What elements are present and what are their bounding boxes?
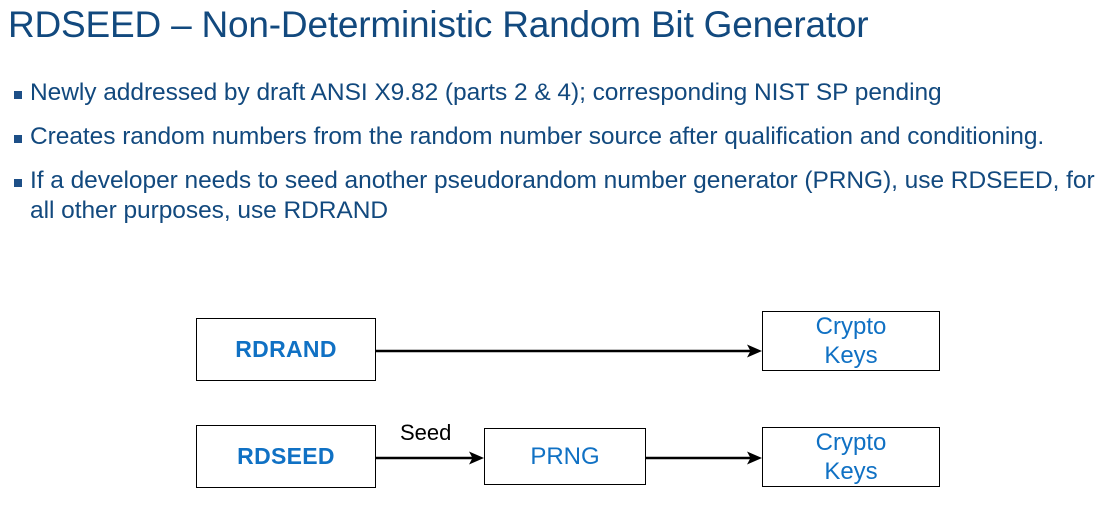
diagram-node-rdrand[interactable]: RDRAND bbox=[196, 318, 376, 381]
list-item: Creates random numbers from the random n… bbox=[8, 122, 1110, 152]
diagram-node-cryptokeys-1[interactable]: Crypto Keys bbox=[762, 311, 940, 371]
cryptokeys-2-line2: Keys bbox=[824, 458, 878, 485]
square-bullet-icon bbox=[8, 78, 30, 99]
square-bullet-icon bbox=[8, 122, 30, 143]
arrow-prng-to-cryptokeys-icon bbox=[646, 451, 762, 465]
cryptokeys-1-line2: Keys bbox=[824, 342, 878, 369]
diagram-node-rdrand-label: RDRAND bbox=[235, 336, 337, 362]
list-item-text: If a developer needs to seed another pse… bbox=[30, 167, 1095, 224]
diagram-node-cryptokeys-2[interactable]: Crypto Keys bbox=[762, 427, 940, 487]
list-item-text: Creates random numbers from the random n… bbox=[30, 123, 1045, 150]
diagram-node-prng[interactable]: PRNG bbox=[484, 428, 646, 485]
diagram-node-cryptokeys-1-label: Crypto Keys bbox=[816, 312, 887, 370]
square-bullet-icon bbox=[8, 166, 30, 187]
bullet-list: Newly addressed by draft ANSI X9.82 (par… bbox=[8, 78, 1110, 240]
cryptokeys-1-line1: Crypto bbox=[815, 313, 887, 340]
cryptokeys-2-line1: Crypto bbox=[815, 429, 887, 456]
list-item-text: Newly addressed by draft ANSI X9.82 (par… bbox=[30, 79, 942, 106]
arrow-rdseed-to-prng-icon bbox=[376, 451, 484, 465]
diagram-node-prng-label: PRNG bbox=[530, 443, 600, 470]
diagram-node-cryptokeys-2-label: Crypto Keys bbox=[816, 428, 887, 486]
list-item: Newly addressed by draft ANSI X9.82 (par… bbox=[8, 78, 1110, 108]
page-title: RDSEED – Non-Deterministic Random Bit Ge… bbox=[8, 4, 869, 45]
diagram-node-rdseed[interactable]: RDSEED bbox=[196, 425, 376, 488]
diagram-node-rdseed-label: RDSEED bbox=[237, 443, 335, 469]
arrow-rdrand-to-cryptokeys-icon bbox=[376, 344, 762, 358]
list-item: If a developer needs to seed another pse… bbox=[8, 166, 1110, 226]
edge-label-seed: Seed bbox=[400, 420, 452, 445]
